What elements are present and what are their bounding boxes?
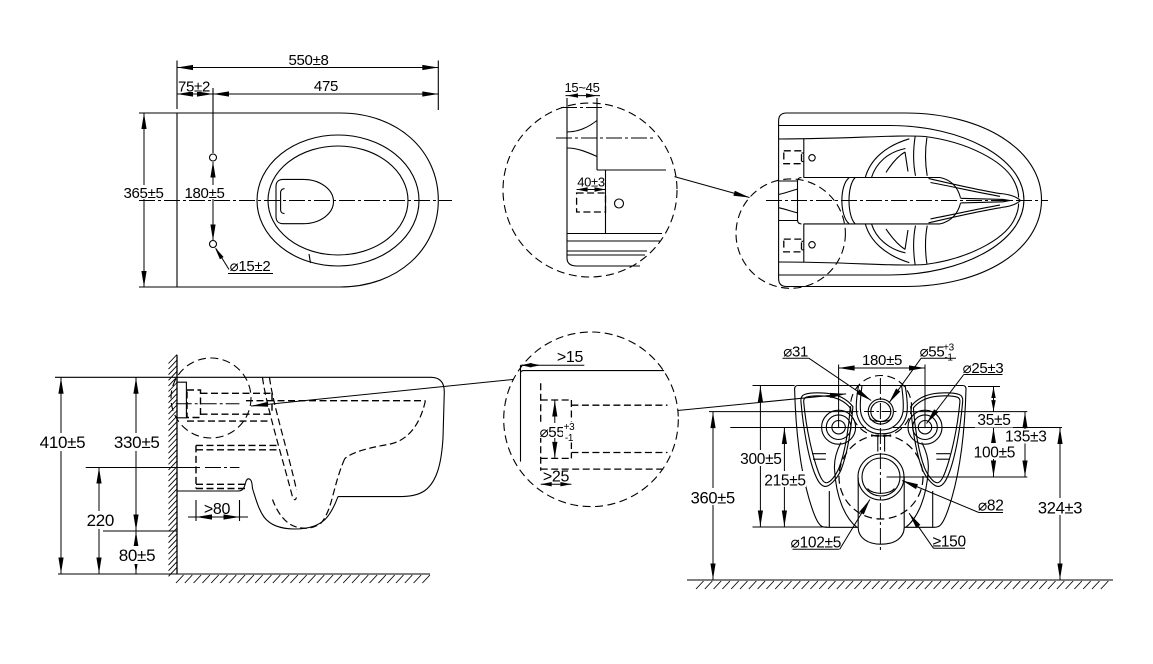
svg-text:⌀55: ⌀55	[920, 344, 945, 361]
svg-text:>80: >80	[204, 501, 231, 518]
svg-text:⌀102±5: ⌀102±5	[791, 535, 842, 552]
svg-text:330±5: 330±5	[114, 433, 160, 452]
svg-text:>15: >15	[557, 349, 584, 366]
svg-text:⌀31: ⌀31	[783, 344, 808, 361]
svg-text:35±5: 35±5	[977, 412, 1010, 429]
svg-text:⌀25±3: ⌀25±3	[963, 360, 1004, 377]
svg-text:⌀82: ⌀82	[978, 498, 1004, 515]
svg-text:180±5: 180±5	[184, 185, 224, 202]
svg-text:+3: +3	[564, 422, 576, 433]
svg-text:100±5: 100±5	[974, 445, 1016, 462]
svg-text:40±3: 40±3	[577, 175, 605, 190]
svg-text:365±5: 365±5	[123, 185, 163, 202]
svg-text:135±3: 135±3	[1005, 429, 1047, 446]
svg-text:220: 220	[87, 511, 114, 530]
svg-text:>25: >25	[543, 469, 570, 486]
svg-text:180±5: 180±5	[862, 352, 902, 369]
svg-text:⌀15±2: ⌀15±2	[230, 258, 271, 275]
svg-text:324±3: 324±3	[1038, 500, 1082, 518]
svg-text:550±8: 550±8	[288, 52, 328, 69]
svg-text:15~45: 15~45	[564, 80, 599, 95]
svg-text:-1: -1	[565, 433, 574, 444]
svg-text:≥150: ≥150	[933, 534, 967, 551]
svg-text:475: 475	[314, 78, 338, 95]
svg-text:410±5: 410±5	[40, 433, 86, 452]
svg-text:75±2: 75±2	[178, 79, 210, 96]
svg-text:215±5: 215±5	[764, 473, 806, 490]
svg-text:80±5: 80±5	[119, 546, 156, 565]
svg-text:+3: +3	[943, 343, 955, 354]
svg-text:⌀55: ⌀55	[540, 424, 565, 441]
svg-text:360±5: 360±5	[691, 490, 735, 508]
svg-text:300±5: 300±5	[740, 451, 782, 468]
